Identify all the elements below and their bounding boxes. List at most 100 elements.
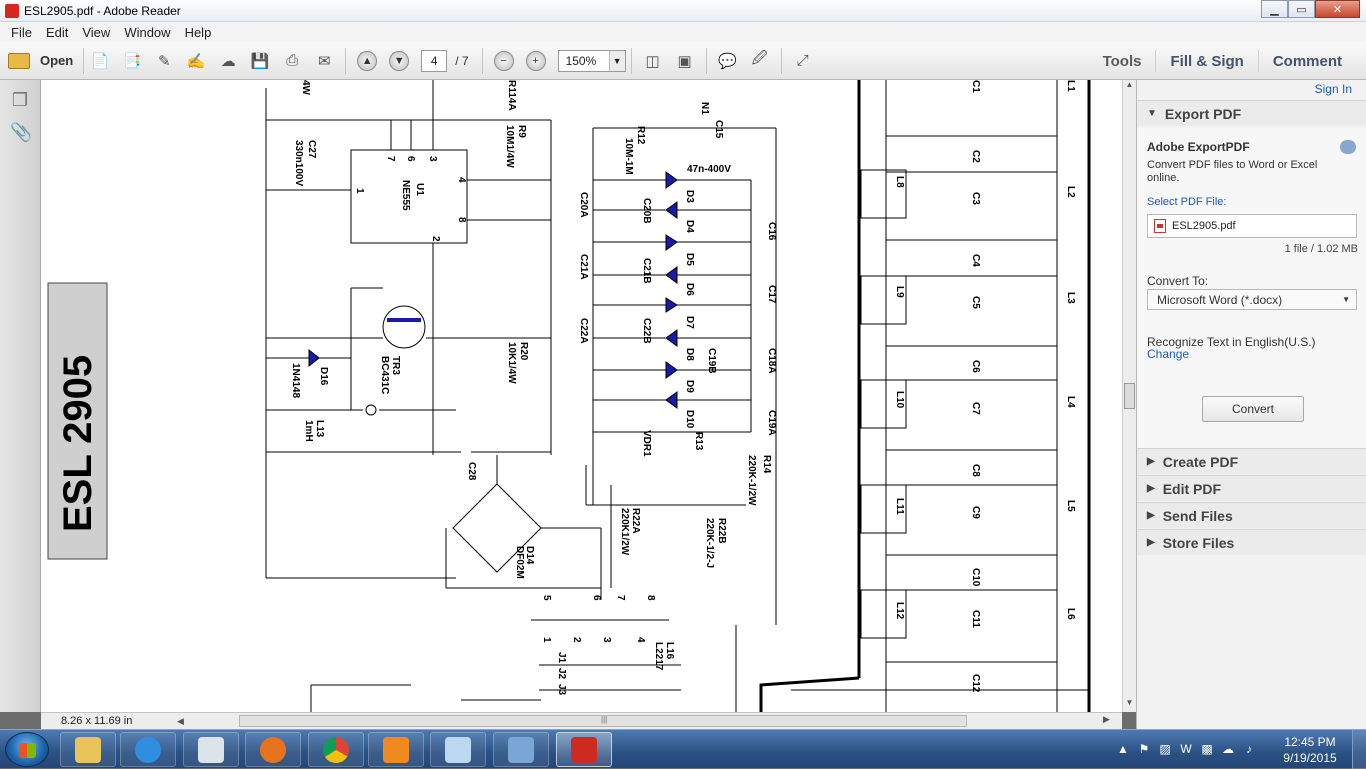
schematic-label: R9	[516, 125, 527, 138]
menu-view[interactable]: View	[82, 24, 111, 40]
edit-pdf-header[interactable]: ▶ Edit PDF	[1137, 475, 1366, 501]
schematic-label: 4	[456, 177, 467, 183]
previous-page-button[interactable]: ▲	[357, 50, 378, 71]
highlight-icon[interactable]: 🖉	[751, 50, 768, 67]
schematic-label: 330n100V	[293, 140, 304, 186]
schematic-label: TR3	[390, 356, 401, 375]
taskbar-media-player[interactable]	[368, 732, 424, 767]
schematic-label: D3	[684, 190, 695, 203]
email-icon[interactable]: ✉	[317, 52, 331, 70]
usb-device-icon[interactable]: ▨	[1159, 742, 1171, 756]
menu-help[interactable]: Help	[184, 24, 212, 40]
schematic-label: 3	[601, 637, 612, 643]
page-number-input[interactable]: 4	[421, 49, 448, 72]
scroll-up-icon[interactable]: ▲	[1125, 80, 1134, 89]
taskbar-notes[interactable]	[430, 732, 486, 767]
scroll-thumb[interactable]	[1124, 383, 1135, 409]
toolbar-divider	[630, 47, 632, 74]
zoom-out-button[interactable]: −	[493, 50, 514, 71]
store-files-label: Store Files	[1162, 534, 1235, 551]
sign-in-link[interactable]: Sign In	[1314, 82, 1352, 96]
toolbar-divider	[780, 47, 782, 74]
close-button[interactable]: ✕	[1315, 0, 1360, 18]
taskbar-adobe-reader[interactable]	[556, 732, 612, 767]
zoom-select[interactable]: 150% ▼	[557, 49, 626, 72]
create-pdf-icon[interactable]: 📄	[90, 52, 110, 70]
schematic-label: J2	[556, 668, 567, 680]
fill-sign-tab[interactable]: Fill & Sign	[1155, 50, 1257, 72]
notes-icon	[445, 736, 471, 763]
schematic-label: 1N4148	[290, 363, 301, 398]
taskbar-firefox[interactable]	[245, 732, 301, 767]
page-thumbnails-icon[interactable]: ❐	[11, 90, 29, 110]
triangle-right-icon: ▶	[1147, 510, 1155, 521]
show-desktop-button[interactable]	[1352, 730, 1366, 769]
show-hidden-icons-icon[interactable]: ▲	[1117, 742, 1129, 756]
schematic-label: L4	[1065, 396, 1076, 408]
action-center-flag-icon[interactable]: ⚑	[1138, 742, 1150, 756]
schematic-label: C20B	[641, 198, 652, 224]
schematic-label: 8	[456, 217, 467, 223]
maximize-button[interactable]: ▭	[1288, 0, 1315, 18]
system-clock[interactable]: 12:45 PM 9/19/2015	[1276, 734, 1344, 766]
print-icon[interactable]: ⎙	[286, 52, 299, 69]
document-area[interactable]: C27 330n100V 4W R114A R9 10M1/4W U1 NE55…	[41, 80, 1122, 712]
pdf-file-icon	[1154, 219, 1166, 233]
volume-icon[interactable]: ♪	[1246, 742, 1252, 756]
scroll-down-icon[interactable]: ▼	[1125, 698, 1134, 707]
taskbar-internet-explorer[interactable]	[120, 732, 176, 767]
schematic-label: D6	[684, 283, 695, 296]
export-pdf-icon[interactable]: 📑	[122, 52, 142, 70]
schematic-label: 1mH	[303, 420, 314, 442]
convert-to-label: Convert To:	[1147, 274, 1209, 288]
cloud-upload-icon[interactable]: ☁	[220, 52, 236, 70]
start-button[interactable]	[5, 732, 49, 767]
zoom-in-button[interactable]: +	[525, 50, 546, 71]
save-icon[interactable]: 💾	[250, 52, 270, 70]
scroll-left-icon[interactable]: ◀	[177, 715, 184, 726]
taskbar-chrome[interactable]	[308, 732, 364, 767]
store-files-header[interactable]: ▶ Store Files	[1137, 529, 1366, 555]
next-page-button[interactable]: ▼	[389, 50, 410, 71]
send-files-header[interactable]: ▶ Send Files	[1137, 502, 1366, 528]
create-pdf-header[interactable]: ▶ Create PDF	[1137, 448, 1366, 474]
cloud-sync-icon[interactable]: ☁	[1222, 742, 1234, 756]
full-screen-icon[interactable]: ⤢	[796, 52, 809, 69]
menu-edit[interactable]: Edit	[45, 24, 69, 40]
network-signal-icon[interactable]: ▩	[1201, 742, 1213, 756]
menu-file[interactable]: File	[11, 24, 32, 40]
vertical-scrollbar[interactable]: ▲ ▼	[1122, 80, 1136, 712]
sign-icon[interactable]: ✍	[186, 52, 206, 70]
schematic-label: C10	[970, 568, 981, 587]
taskbar-file-explorer[interactable]	[60, 732, 116, 767]
window-title: ESL2905.pdf - Adobe Reader	[24, 3, 181, 18]
change-language-link[interactable]: Change	[1147, 347, 1190, 361]
word-icon[interactable]: W	[1180, 742, 1192, 756]
open-button[interactable]: Open	[8, 47, 85, 74]
schematic-label: L6	[1065, 608, 1076, 620]
comment-icon[interactable]: 💬	[718, 52, 737, 70]
fit-width-icon[interactable]: ▣	[677, 52, 692, 70]
taskbar-photos[interactable]	[493, 732, 549, 767]
schematic-label: 2	[430, 236, 441, 242]
selected-file-field[interactable]: ESL2905.pdf	[1147, 214, 1357, 238]
menu-window[interactable]: Window	[124, 24, 171, 40]
attachments-icon[interactable]: 📎	[10, 122, 33, 142]
schematic-label: C17	[766, 285, 777, 304]
horizontal-scrollbar[interactable]	[239, 715, 967, 727]
minimize-button[interactable]: ▁	[1261, 0, 1288, 18]
edit-pdf-icon[interactable]: ✎	[157, 52, 171, 70]
convert-button[interactable]: Convert	[1202, 396, 1304, 422]
schematic-label: R14	[761, 455, 772, 474]
convert-to-select[interactable]: Microsoft Word (*.docx) ▼	[1147, 289, 1357, 310]
fit-page-icon[interactable]: ◫	[645, 52, 660, 70]
export-description: Convert PDF files to Word or Excel onlin…	[1147, 159, 1318, 184]
comment-tab[interactable]: Comment	[1257, 50, 1356, 72]
edit-pdf-label: Edit PDF	[1162, 480, 1222, 497]
firefox-icon	[260, 736, 286, 763]
tools-tab[interactable]: Tools	[1102, 52, 1142, 70]
taskbar-calculator[interactable]	[183, 732, 239, 767]
schematic-label: L5	[1065, 500, 1076, 512]
scroll-right-icon[interactable]: ▶	[1103, 714, 1110, 724]
export-pdf-header[interactable]: ▼ Export PDF	[1137, 100, 1366, 126]
